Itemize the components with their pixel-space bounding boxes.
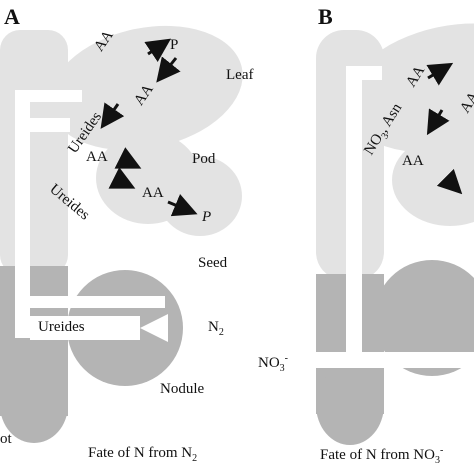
pod-label: Pod <box>192 151 216 167</box>
panel-a-xylem-channel <box>15 90 165 308</box>
aa-pod-label: AA <box>142 185 164 201</box>
panel-b-channel-vertical <box>346 66 362 366</box>
p-seed-label: P <box>202 209 212 225</box>
panel-a-root-channel <box>15 308 30 338</box>
ureides-root-label: Ureides <box>38 319 85 335</box>
panel-b-caption-text: Fate of N from NO <box>320 447 435 463</box>
panel-b-caption-subscript: 3 <box>434 455 440 466</box>
panel-b-leaf-shape <box>345 23 474 153</box>
nodule-label: Nodule <box>160 381 205 397</box>
panel-a-letter: A <box>4 4 20 29</box>
panel-a-stem-upper <box>0 30 68 275</box>
panel-a-root-tip <box>0 367 68 443</box>
panel-b-channel-root <box>346 352 474 368</box>
panel-b-letter: B <box>318 4 333 29</box>
panel-b-arrows <box>426 62 463 195</box>
panel-b-channel-lower <box>316 352 346 368</box>
root-label-fragment: ot <box>0 431 12 447</box>
leaf-label: Leaf <box>226 67 254 83</box>
panel-b-channel-top <box>346 66 382 80</box>
n2-text: N <box>208 319 219 335</box>
p-leaf-label: P <box>170 37 179 53</box>
panel-a-nodule-channel <box>30 316 140 340</box>
no3-label: NO3- <box>258 354 288 374</box>
no3-superscript: - <box>284 353 289 364</box>
seed-label: Seed <box>198 255 228 271</box>
panel-b-caption: Fate of N from NO3- <box>320 446 443 466</box>
panel-a-nodule-notch <box>140 314 168 342</box>
panel-a-leaf-shape <box>49 25 243 151</box>
panel-a-arrows <box>100 38 198 217</box>
panel-b-nodule-shape <box>374 260 474 376</box>
panel-a-caption-subscript: 2 <box>192 453 198 464</box>
no3-subscript: 3 <box>279 363 285 374</box>
no3-text: NO <box>258 355 280 371</box>
n2-label: N2 <box>208 320 224 338</box>
panel-a-pod-shape <box>158 156 242 236</box>
aa-stem-label: AA <box>86 149 108 165</box>
panel-b-plant <box>316 23 474 445</box>
panel-a-channel-bridge <box>30 118 70 132</box>
panel-b-root-tip <box>316 365 384 445</box>
panel-a-caption-text: Fate of N from N <box>88 445 193 461</box>
panel-b-upper-pod-shape <box>392 134 474 226</box>
panel-a-caption: Fate of N from N2 <box>88 446 197 464</box>
n2-subscript: 2 <box>218 327 224 338</box>
aa-b-low-label: AA <box>402 153 424 169</box>
panel-b-caption-superscript: - <box>439 445 444 456</box>
panel-a-plant <box>0 25 243 443</box>
